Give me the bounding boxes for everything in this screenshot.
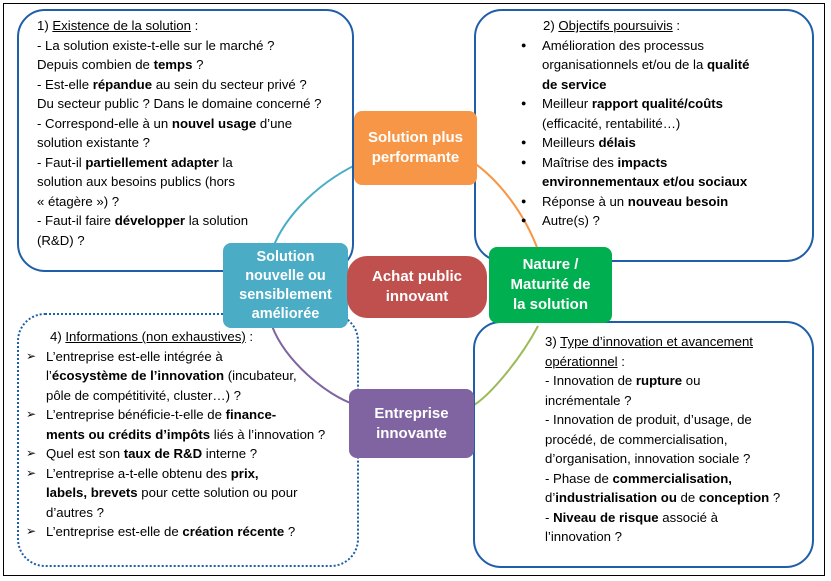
diagram-frame: [3, 3, 825, 576]
text-line: - Faut-il partiellement adapter la: [37, 154, 233, 170]
text-line: - Est-elle répandue au sein du secteur p…: [37, 76, 307, 92]
node-solution-nouvelle: Solution nouvelle ou sensiblement amélio…: [223, 243, 348, 328]
text-line: Du secteur public ? Dans le domaine conc…: [37, 96, 322, 111]
text-line: Depuis combien de temps ?: [37, 57, 204, 72]
text-line: Meilleur rapport qualité/coûts: [542, 96, 723, 111]
list-item: Amélioration des processus organisationne…: [520, 36, 810, 95]
node-achat-public-innovant: Achat public innovant: [347, 256, 487, 318]
list-item: Réponse à un nouveau besoin: [520, 192, 810, 212]
panel-3-text: 3) Type d’innovation et avancement opéra…: [545, 332, 810, 547]
text-line: solution aux besoins publics (hors: [37, 174, 235, 189]
list-item: L’entreprise bénéficie-t-elle de finance…: [26, 405, 356, 444]
panel-2-text: 2) Objectifs poursuivis : Amélioration d…: [520, 16, 810, 231]
panel-3-lines: - Innovation de rupture ou incrémentale ?…: [545, 371, 810, 547]
list-item: Quel est son taux de R&D interne ?: [26, 444, 356, 464]
text-line: incrémentale ?: [545, 392, 632, 408]
list-item: Maîtrise des impacts environnementaux et/…: [520, 153, 810, 192]
text-line: L’entreprise bénéficie-t-elle de finance…: [46, 407, 277, 422]
text-line: Quel est son taux de R&D interne ?: [46, 446, 258, 461]
text-line: L’entreprise est-elle de création récent…: [46, 524, 296, 539]
text-line: - Faut-il faire développer la solution: [37, 213, 249, 228]
text-line: - Innovation de rupture ou: [545, 373, 701, 388]
panel-existence-solution: [17, 9, 354, 272]
text-line: Autre(s) ?: [542, 213, 600, 228]
text-line: - Phase de commercialisation,: [545, 470, 732, 486]
text-line: pôle de compétitivité, cluster…) ?: [46, 387, 241, 403]
text-line: de service: [542, 76, 607, 92]
connector-perf-nature: [469, 159, 539, 251]
list-item: L’entreprise a-t-elle obtenu des prix, la…: [26, 464, 356, 523]
panel-1-text: 1) Existence de la solution : - La solut…: [37, 16, 357, 250]
text-line: organisationnels et/ou de la qualité: [542, 57, 750, 72]
text-line: (R&D) ?: [37, 232, 85, 248]
connector-perf-nouvelle: [271, 159, 367, 251]
text-line: Maîtrise des impacts: [542, 154, 668, 170]
text-line: - La solution existe-t-elle sur le march…: [37, 37, 275, 53]
list-item: L’entreprise est-elle de création récent…: [26, 522, 356, 542]
text-line: l’innovation ?: [545, 529, 622, 544]
list-item: Autre(s) ?: [520, 211, 810, 231]
node-solution-plus-performante: Solution plus performante: [354, 111, 477, 185]
text-line: Meilleurs délais: [542, 135, 636, 150]
text-line: L’entreprise est-elle intégrée à: [46, 348, 223, 364]
panel-4-title: 4) Informations (non exhaustives) :: [50, 329, 254, 344]
text-line: procédé, de commercialisation,: [545, 431, 728, 447]
text-line: solution existante ?: [37, 135, 150, 150]
text-line: Réponse à un nouveau besoin: [542, 193, 729, 209]
panel-3-title-cont: opérationnel :: [545, 353, 625, 369]
text-line: d’autres ?: [46, 504, 104, 520]
panel-2-title: 2) Objectifs poursuivis :: [543, 18, 681, 33]
panel-1-lines: - La solution existe-t-elle sur le march…: [37, 36, 357, 251]
panel-1-title: 1) Existence de la solution :: [37, 18, 199, 33]
text-line: d’organisation, innovation sociale ?: [545, 451, 751, 466]
list-item: L’entreprise est-elle intégrée à l’écosys…: [26, 347, 356, 406]
text-line: environnementaux et/ou sociaux: [542, 174, 748, 189]
list-item: Meilleur rapport qualité/coûts (efficacit…: [520, 94, 810, 133]
connector-nature-entreprise: [473, 325, 539, 406]
panel-4-list: L’entreprise est-elle intégrée à l’écosys…: [26, 347, 356, 542]
text-line: ments ou crédits d’impôts liés à l’innov…: [46, 426, 326, 442]
panel-2-list: Amélioration des processus organisationne…: [520, 36, 810, 231]
text-line: (efficacité, rentabilité…): [542, 115, 681, 131]
panel-3-title: 3) Type d’innovation et avancement: [545, 334, 753, 349]
panel-4-text: 4) Informations (non exhaustives) : L’en…: [26, 327, 356, 542]
text-line: d’industrialisation ou de conception ?: [545, 490, 781, 505]
text-line: - Correspond-elle à un nouvel usage d’un…: [37, 115, 293, 131]
text-line: L’entreprise a-t-elle obtenu des prix,: [46, 465, 259, 481]
text-line: - Innovation de produit, d’usage, de: [545, 412, 752, 427]
panel-type-innovation: [473, 321, 814, 568]
text-line: - Niveau de risque associé à: [545, 509, 718, 525]
text-line: « étagère ») ?: [37, 193, 120, 209]
text-line: l’écosystème de l’innovation (incubateur…: [46, 368, 297, 383]
node-nature-maturite: Nature / Maturité de la solution: [489, 247, 612, 323]
text-line: Amélioration des processus: [542, 37, 704, 53]
text-line: labels, brevets pour cette solution ou p…: [46, 485, 298, 500]
list-item: Meilleurs délais: [520, 133, 810, 153]
node-entreprise-innovante: Entreprise innovante: [349, 389, 474, 458]
